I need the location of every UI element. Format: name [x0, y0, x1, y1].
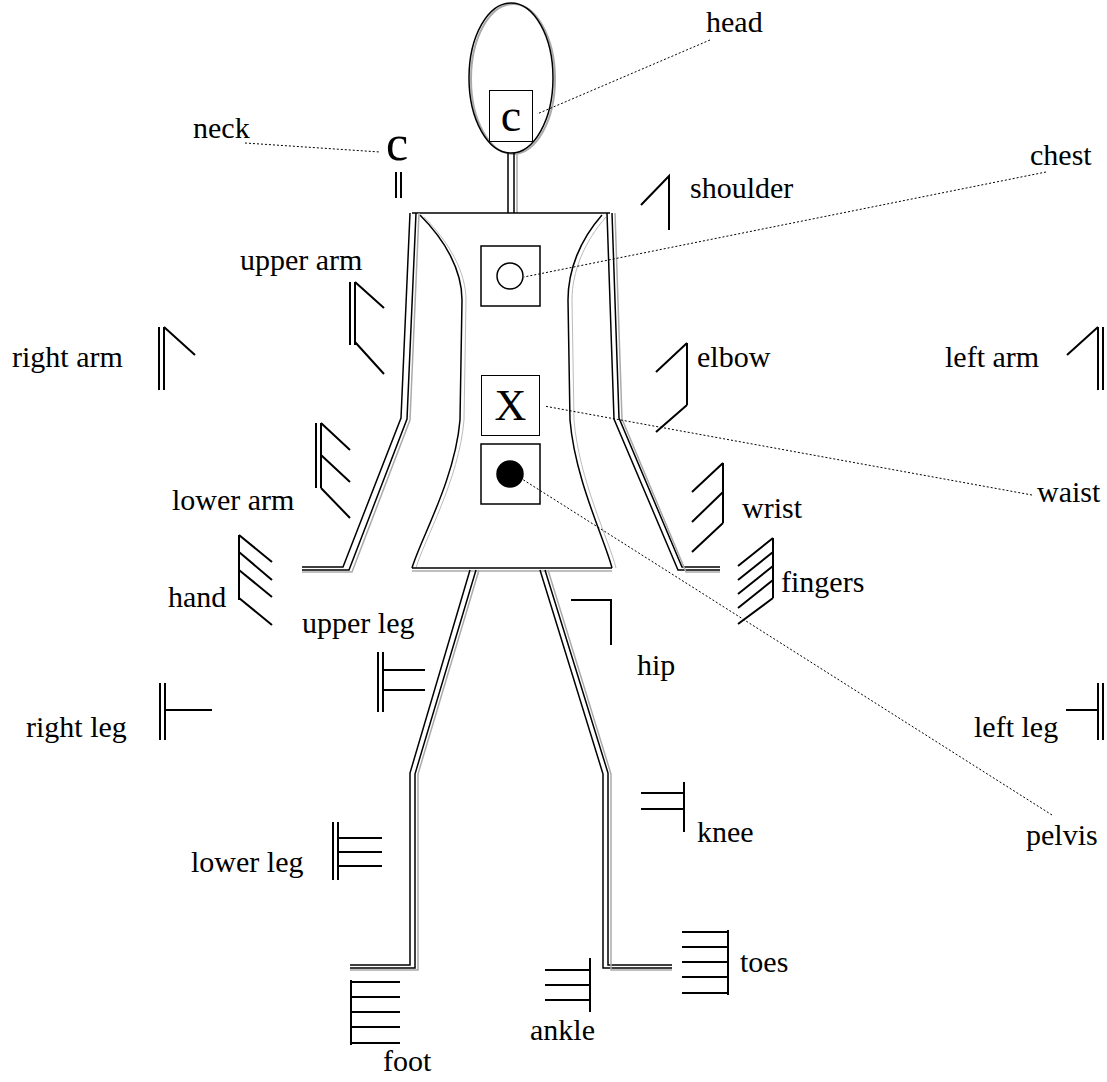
leader-line	[522, 479, 1052, 815]
part-name: upper leg	[302, 606, 414, 640]
wrist-sign	[692, 463, 723, 552]
torso-shadow	[416, 217, 466, 568]
part-name: hand	[168, 580, 226, 614]
part-name: waist	[1037, 475, 1100, 509]
lower-arm-sign	[316, 423, 350, 518]
upper-arm-sign	[350, 282, 384, 374]
part-name: right leg	[26, 710, 127, 744]
shoulder-sign	[641, 176, 669, 230]
hip-line	[412, 567, 612, 569]
part-name: chest	[1030, 138, 1092, 172]
part-name: neck	[193, 111, 250, 145]
part-name: hip	[637, 648, 675, 682]
part-name: right arm	[12, 340, 123, 374]
foot-sign	[351, 980, 400, 1045]
chest-sign	[497, 263, 523, 289]
sign-letter: X	[495, 384, 527, 428]
elbow-sign	[656, 343, 687, 432]
part-name: wrist	[742, 491, 802, 525]
part-name: pelvis	[1026, 818, 1098, 852]
right-leg-sign	[160, 683, 212, 740]
neck-shadow	[516, 153, 518, 213]
pelvis-box	[481, 444, 540, 504]
hand-sign	[239, 535, 272, 625]
hip-line-shadow	[412, 570, 612, 572]
fingers-sign	[738, 538, 773, 624]
part-name: fingers	[781, 565, 864, 599]
toes-sign	[682, 930, 728, 995]
part-name: left arm	[945, 340, 1039, 374]
leader-line	[544, 406, 1032, 495]
left-leg-outline	[540, 570, 672, 968]
sign-letter: c	[501, 93, 521, 139]
neck-outline	[508, 153, 514, 213]
left-arm-sign	[1067, 327, 1103, 390]
neck-sign-letter: c	[386, 118, 408, 168]
right-arm-sign	[159, 327, 195, 390]
upper-leg-sign	[378, 652, 425, 712]
lower-leg-sign	[333, 822, 382, 880]
neck-sign	[396, 172, 401, 198]
part-name: ankle	[530, 1013, 595, 1047]
part-name: head	[706, 5, 763, 39]
left-arm-shadow	[615, 213, 720, 572]
part-name: shoulder	[690, 171, 793, 205]
head-outline-shadow	[471, 4, 555, 154]
part-name: lower leg	[191, 845, 303, 879]
part-name: knee	[697, 815, 754, 849]
part-name: elbow	[697, 340, 770, 374]
sign-box: c	[489, 90, 533, 142]
part-name: upper arm	[240, 243, 362, 277]
part-name: foot	[383, 1044, 431, 1078]
ankle-sign	[545, 958, 590, 1012]
left-leg-sign	[1066, 683, 1103, 740]
shoulder-line	[412, 212, 610, 214]
knee-sign	[641, 782, 684, 832]
left-leg-shadow	[548, 570, 672, 970]
part-name: lower arm	[172, 483, 294, 517]
hip-sign	[571, 600, 611, 645]
part-name: toes	[740, 945, 788, 979]
leader-line	[537, 40, 710, 114]
pelvis-sign	[497, 461, 523, 487]
leader-line	[524, 172, 1046, 277]
head-outline	[469, 3, 553, 153]
leader-line	[245, 143, 380, 152]
sign-box: X	[481, 375, 540, 436]
torso-outline	[568, 215, 612, 568]
part-name: left leg	[974, 710, 1058, 744]
